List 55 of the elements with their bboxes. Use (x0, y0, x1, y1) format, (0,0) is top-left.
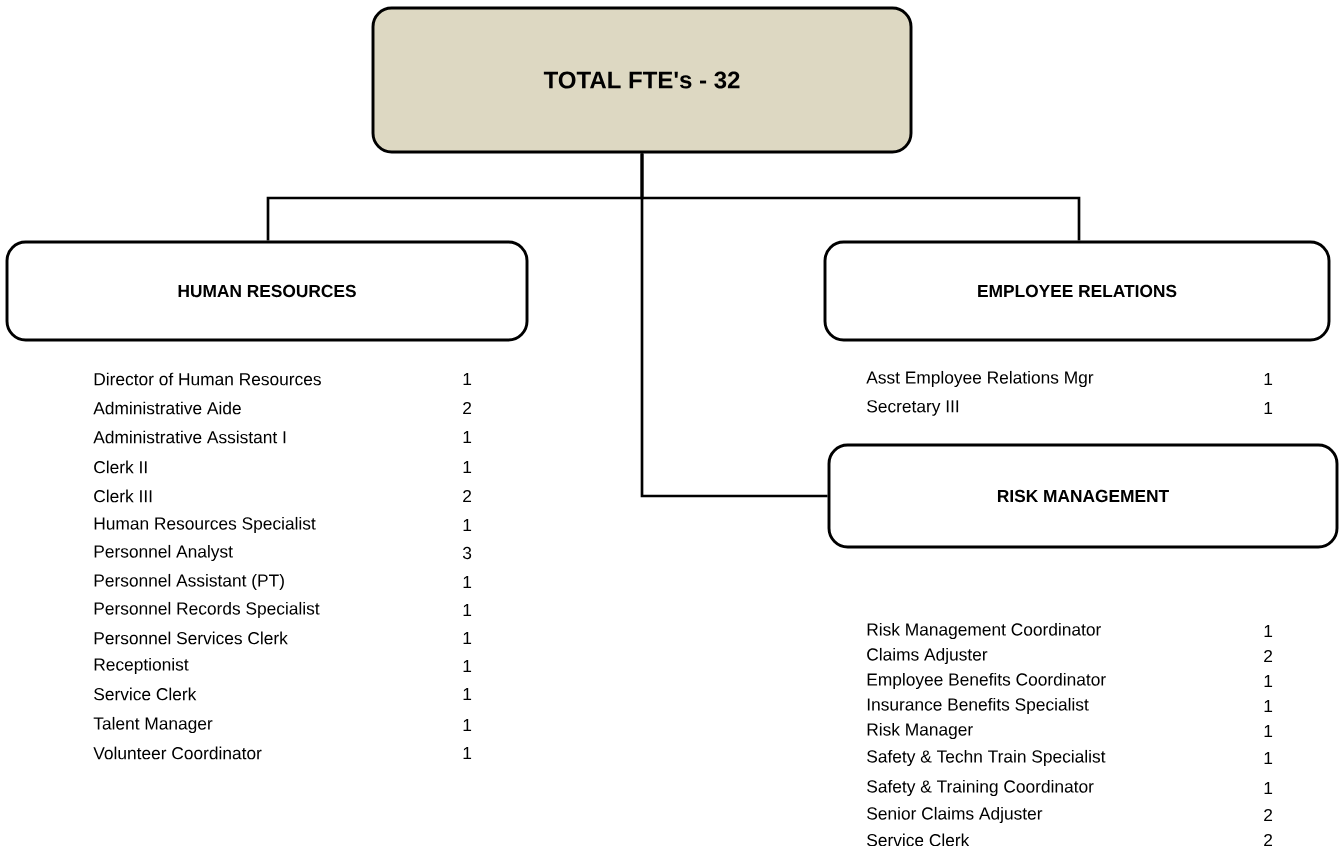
connector-line (640, 153, 828, 498)
position-count: 2 (1264, 808, 1273, 822)
position-title: Service Clerk (94, 687, 197, 701)
position-count: 2 (463, 401, 472, 415)
position-count: 1 (1264, 402, 1273, 414)
position-title: Claims Adjuster (867, 647, 988, 665)
position-title: Personnel Assistant (PT) (94, 573, 284, 591)
position-count: 2 (463, 489, 472, 503)
position-title: Administrative Assistant I (93, 430, 286, 444)
position-count: 1 (463, 576, 472, 588)
position-title: Personnel Services Clerk (94, 631, 288, 645)
position-count: 1 (463, 632, 472, 644)
position-title: Safety & Techn Train Specialist (867, 749, 1106, 767)
position-title: Safety & Training Coordinator (867, 779, 1094, 797)
position-count: 1 (463, 688, 472, 700)
position-count: 1 (1264, 373, 1273, 385)
position-title: Employee Benefits Coordinator (867, 672, 1106, 690)
position-count: 1 (1264, 782, 1273, 794)
position-count: 2 (1264, 649, 1273, 663)
position-title: Clerk II (94, 460, 147, 474)
position-count: 3 (462, 546, 472, 560)
department-box: HUMAN RESOURCES (5, 240, 529, 342)
position-count: 1 (463, 431, 472, 443)
position-title: Volunteer Coordinator (93, 746, 262, 760)
position-count: 1 (463, 373, 472, 385)
position-title: Senior Claims Adjuster (867, 806, 1043, 824)
position-title: Clerk III (94, 489, 152, 503)
position-count: 1 (463, 747, 472, 759)
position-count: 1 (463, 660, 472, 672)
position-title: Asst Employee Relations Mgr (866, 370, 1094, 388)
department-box: EMPLOYEE RELATIONS (823, 240, 1331, 342)
position-count: 1 (1264, 700, 1273, 712)
position-title: Director of Human Resources (94, 372, 321, 386)
position-title: Risk Management Coordinator (867, 622, 1101, 640)
position-title: Personnel Records Specialist (94, 601, 320, 619)
total-box: TOTAL FTE's - 32 (371, 6, 913, 154)
position-count: 1 (463, 604, 472, 616)
position-count: 1 (1264, 752, 1273, 764)
department-box: RISK MANAGEMENT (827, 443, 1339, 549)
position-title: Talent Manager (93, 716, 213, 734)
position-count: 1 (463, 461, 472, 473)
position-title: Secretary III (867, 400, 959, 416)
position-count: 2 (1264, 833, 1273, 846)
position-title: Personnel Analyst (94, 544, 233, 562)
position-count: 1 (463, 519, 472, 531)
position-title: Risk Manager (867, 722, 973, 740)
position-count: 1 (1264, 625, 1273, 637)
position-title: Insurance Benefits Specialist (867, 697, 1089, 715)
position-title: Administrative Aide (93, 401, 241, 415)
position-title: Receptionist (94, 657, 189, 675)
position-count: 1 (1264, 725, 1273, 737)
position-count: 1 (463, 719, 472, 731)
position-title: Service Clerk (867, 833, 970, 846)
position-title: Human Resources Specialist (94, 516, 316, 534)
position-count: 1 (1264, 675, 1273, 687)
